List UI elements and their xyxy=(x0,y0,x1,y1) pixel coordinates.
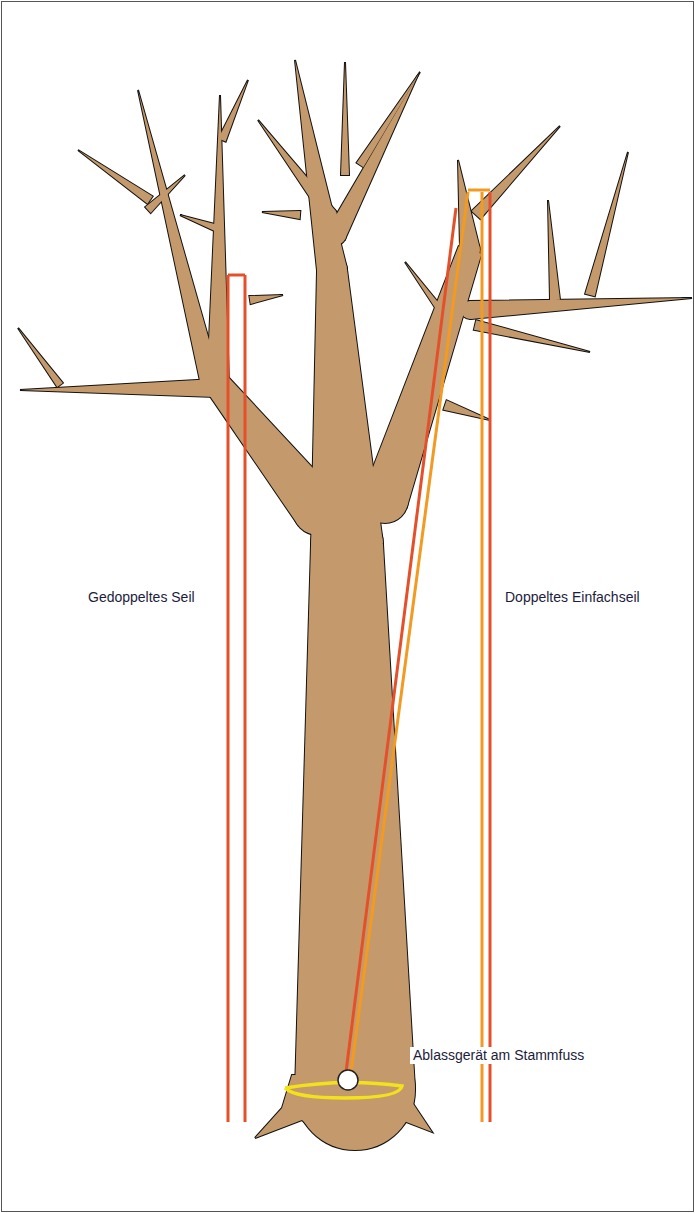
branch-joint xyxy=(460,240,480,260)
ropes xyxy=(228,190,490,1122)
rope xyxy=(468,189,490,192)
rope xyxy=(351,192,468,1072)
lowering-device xyxy=(338,1070,358,1090)
branch-joint xyxy=(461,301,479,319)
tree-outline xyxy=(18,60,692,1150)
label: Doppeltes Einfachseil xyxy=(505,589,640,606)
branch xyxy=(472,126,560,219)
branch xyxy=(20,379,215,397)
branch-joint xyxy=(317,255,347,285)
branch xyxy=(249,295,283,304)
label: Gedoppeltes Seil xyxy=(88,589,195,606)
branch-joint xyxy=(323,208,337,222)
branch-joint xyxy=(460,240,480,260)
rope xyxy=(244,275,247,1122)
rope xyxy=(489,192,492,1122)
branch-joint xyxy=(323,208,337,222)
branch xyxy=(249,295,283,304)
branch xyxy=(262,211,300,219)
branch xyxy=(78,150,153,204)
branch xyxy=(78,150,153,204)
branch xyxy=(548,200,560,300)
branch xyxy=(470,298,692,319)
branch xyxy=(258,120,336,219)
branch xyxy=(258,120,336,219)
branch-joint xyxy=(326,225,346,245)
branch xyxy=(218,80,248,142)
tree-fill xyxy=(18,60,692,1150)
branch xyxy=(585,152,628,296)
label: Ablassgerät am Stammfuss xyxy=(410,1047,587,1064)
branch xyxy=(20,379,215,397)
branch xyxy=(585,152,628,296)
branch xyxy=(180,215,223,234)
rope xyxy=(227,275,230,1122)
branch-joint xyxy=(461,301,479,319)
branch xyxy=(295,60,347,273)
branch xyxy=(145,175,185,213)
branch xyxy=(341,62,349,175)
branch xyxy=(262,211,300,219)
branch xyxy=(472,126,560,219)
branch-joint xyxy=(293,485,343,535)
branch-joint xyxy=(362,477,408,523)
branch xyxy=(327,75,418,240)
branch-joint xyxy=(317,255,347,285)
branch-joint xyxy=(362,477,408,523)
branch xyxy=(295,60,347,273)
branch-joint xyxy=(293,485,343,535)
branch xyxy=(138,90,220,382)
rope xyxy=(346,208,456,1072)
branch-joint xyxy=(206,379,224,397)
branch xyxy=(548,200,560,300)
rope xyxy=(481,192,484,1122)
branch xyxy=(138,90,220,382)
branch xyxy=(357,72,420,167)
branch-joint xyxy=(326,225,346,245)
branch xyxy=(341,62,349,175)
branch-joint xyxy=(206,379,224,397)
branch xyxy=(18,328,63,387)
branch xyxy=(18,328,63,387)
branch xyxy=(357,72,420,167)
branch xyxy=(218,80,248,142)
rope xyxy=(228,274,245,277)
branch xyxy=(470,298,692,319)
